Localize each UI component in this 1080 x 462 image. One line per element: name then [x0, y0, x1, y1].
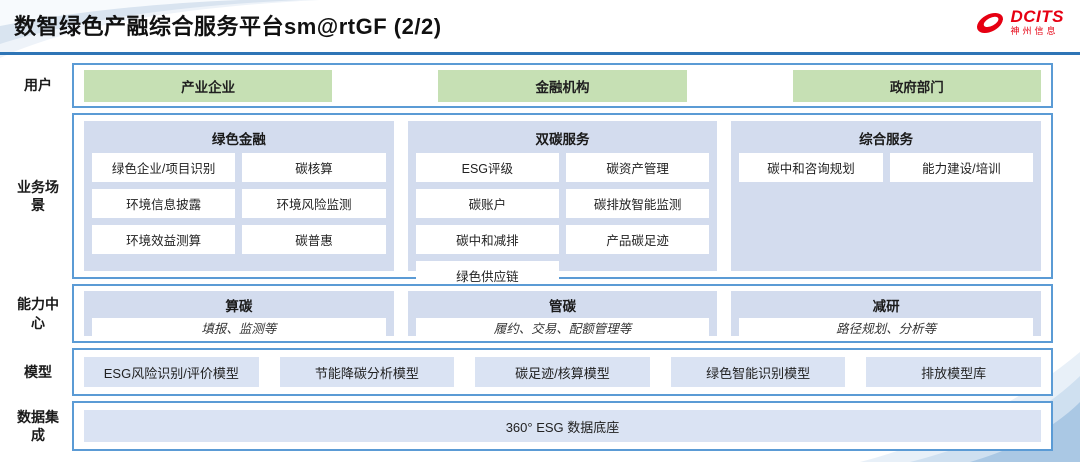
scenario-item: ESG评级 [415, 153, 559, 182]
users-row: 用户 产业企业 金融机构 政府部门 [13, 63, 1053, 108]
scenario-item: 碳排放智能监测 [566, 189, 710, 218]
capability-column-carbon-management: 管碳 履约、交易、配额管理等 [407, 291, 718, 337]
column-title: 绿色金融 [211, 132, 266, 147]
capability-title: 算碳 [225, 299, 253, 314]
capability-title: 减研 [872, 299, 900, 314]
column-title: 双碳服务 [535, 132, 590, 147]
scenario-item: 环境信息披露 [92, 189, 236, 218]
header: 数智绿色产融综合服务平台sm@rtGF (2/2) DCITS 神州信息 [0, 0, 1080, 55]
model-item: 排放模型库 [866, 357, 1041, 387]
scenario-item: 碳中和减排 [415, 225, 559, 254]
scenario-column-comprehensive: 综合服务 碳中和咨询规划 能力建设/培训 [731, 121, 1042, 271]
model-item: 绿色智能识别模型 [670, 357, 846, 387]
scenarios-panel: 绿色金融 绿色企业/项目识别 碳核算 环境信息披露 环境风险监测 环境效益测算 … [72, 113, 1053, 290]
scenario-item-grid: 绿色企业/项目识别 碳核算 环境信息披露 环境风险监测 环境效益测算 碳普惠 [92, 153, 386, 254]
model-item: 节能降碳分析模型 [279, 357, 455, 387]
capability-title: 管碳 [549, 299, 576, 314]
scenario-item: 环境风险监测 [242, 189, 386, 218]
capability-desc: 履约、交易、配额管理等 [415, 318, 710, 337]
scenario-item: 能力建设/培训 [889, 153, 1034, 182]
row-label-scenarios: 业务场景 [17, 178, 59, 213]
capability-desc: 填报、监测等 [92, 318, 386, 337]
user-segment: 产业企业 [84, 69, 333, 102]
scenario-item: 碳普惠 [242, 225, 386, 254]
architecture-diagram: 用户 产业企业 金融机构 政府部门 业务场景 绿色金融 绿色企业/项目识别 碳核… [0, 54, 1080, 459]
row-label-data-integration: 数据集成 [17, 408, 59, 443]
dcits-swirl-icon [976, 13, 1005, 37]
scenario-item: 碳账户 [415, 189, 559, 218]
capabilities-panel: 算碳 填报、监测等 管碳 履约、交易、配额管理等 减研 路径规划、分析等 [72, 284, 1053, 343]
models-panel: ESG风险识别/评价模型 节能降碳分析模型 碳足迹/核算模型 绿色智能识别模型 … [72, 348, 1053, 396]
capability-column-reduction-research: 减研 路径规划、分析等 [731, 291, 1042, 337]
scenario-item: 碳资产管理 [566, 153, 710, 182]
model-item: ESG风险识别/评价模型 [84, 357, 259, 387]
user-segment: 金融机构 [438, 69, 687, 102]
scenario-item: 产品碳足迹 [566, 225, 710, 254]
capability-column-carbon-accounting: 算碳 填报、监测等 [84, 291, 394, 337]
users-panel: 产业企业 金融机构 政府部门 [72, 63, 1053, 108]
model-item: 碳足迹/核算模型 [475, 357, 650, 387]
row-label-capabilities: 能力中心 [17, 296, 59, 331]
scenario-item: 绿色企业/项目识别 [92, 153, 236, 182]
capabilities-row: 能力中心 算碳 填报、监测等 管碳 履约、交易、配额管理等 减研 路径规划、分析… [13, 284, 1053, 343]
scenario-column-dual-carbon: 双碳服务 ESG评级 碳资产管理 碳账户 碳排放智能监测 碳中和减排 产品碳足迹… [407, 121, 718, 290]
brand-company: 神州信息 [1010, 26, 1059, 36]
brand-text-block: DCITS 神州信息 [1011, 8, 1065, 36]
row-label-users: 用户 [24, 77, 52, 94]
brand-name: DCITS [1010, 7, 1064, 26]
scenario-column-green-finance: 绿色金融 绿色企业/项目识别 碳核算 环境信息披露 环境风险监测 环境效益测算 … [84, 121, 394, 271]
page-title: 数智绿色产融综合服务平台sm@rtGF (2/2) [14, 14, 442, 39]
title-divider [0, 52, 1080, 55]
data-integration-bar: 360° ESG 数据底座 [84, 410, 1041, 442]
column-title: 综合服务 [859, 132, 914, 147]
row-label-models: 模型 [24, 363, 52, 380]
capability-desc: 路径规划、分析等 [739, 318, 1034, 337]
scenario-item-grid: 碳中和咨询规划 能力建设/培训 [739, 153, 1034, 182]
scenario-item: 环境效益测算 [92, 225, 236, 254]
data-integration-panel: 360° ESG 数据底座 [72, 401, 1053, 451]
brand-logo: DCITS 神州信息 [973, 7, 1065, 37]
scenarios-row: 业务场景 绿色金融 绿色企业/项目识别 碳核算 环境信息披露 环境风险监测 环境… [13, 113, 1053, 290]
data-integration-row: 数据集成 360° ESG 数据底座 [13, 401, 1053, 451]
models-row: 模型 ESG风险识别/评价模型 节能降碳分析模型 碳足迹/核算模型 绿色智能识别… [13, 348, 1053, 396]
scenario-item: 碳核算 [242, 153, 386, 182]
scenario-item-grid: ESG评级 碳资产管理 碳账户 碳排放智能监测 碳中和减排 产品碳足迹 绿色供应… [415, 153, 710, 290]
user-segment: 政府部门 [792, 69, 1041, 102]
scenario-item: 碳中和咨询规划 [739, 153, 883, 182]
